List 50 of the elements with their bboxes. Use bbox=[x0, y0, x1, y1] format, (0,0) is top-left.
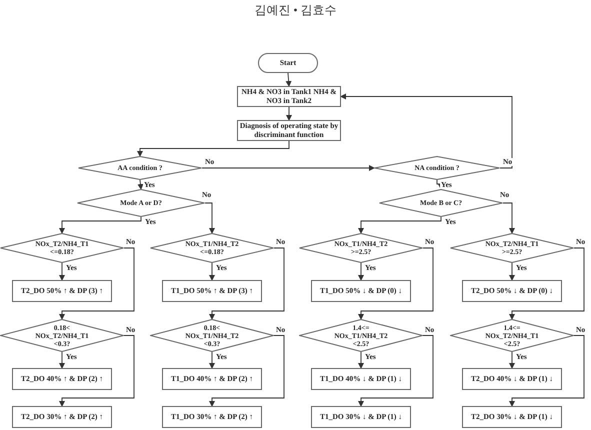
decision-diamond bbox=[78, 156, 202, 180]
decision-diamond bbox=[150, 319, 274, 352]
process-box bbox=[12, 368, 112, 390]
process-box bbox=[12, 406, 112, 428]
process-box bbox=[311, 280, 411, 302]
arrow bbox=[59, 216, 142, 234]
arrow bbox=[358, 335, 434, 407]
arrow bbox=[209, 335, 284, 407]
arrow bbox=[59, 248, 134, 320]
decision-diamond bbox=[450, 319, 574, 352]
arrow bbox=[509, 352, 515, 369]
process-box bbox=[12, 280, 112, 302]
arrow bbox=[509, 248, 584, 320]
arrow bbox=[204, 202, 215, 234]
arrow bbox=[286, 72, 292, 87]
process-box bbox=[462, 280, 562, 302]
arrow bbox=[502, 202, 515, 234]
process-box bbox=[162, 280, 262, 302]
process-box bbox=[311, 368, 411, 390]
process-box bbox=[162, 406, 262, 428]
decision-diamond bbox=[299, 233, 423, 263]
arrow bbox=[59, 262, 65, 281]
decision-diamond bbox=[0, 319, 124, 352]
decision-diamond bbox=[299, 319, 423, 352]
arrow bbox=[137, 140, 290, 157]
process-box bbox=[462, 406, 562, 428]
arrow bbox=[209, 262, 215, 281]
arrow bbox=[358, 262, 364, 281]
arrow bbox=[59, 335, 134, 407]
process-box bbox=[162, 368, 262, 390]
arrow bbox=[137, 180, 144, 190]
arrow bbox=[286, 106, 292, 121]
arrow bbox=[509, 262, 515, 281]
arrow bbox=[209, 352, 215, 369]
arrow bbox=[209, 248, 284, 320]
decision-diamond bbox=[374, 156, 500, 180]
arrow bbox=[202, 165, 375, 171]
decision-diamond bbox=[450, 233, 574, 263]
arrow bbox=[358, 248, 434, 320]
process-box bbox=[311, 406, 411, 428]
process-box bbox=[462, 368, 562, 390]
author-header: 김예진 • 김효수 bbox=[253, 2, 338, 19]
start-terminal bbox=[258, 53, 318, 73]
decision-diamond bbox=[0, 233, 124, 263]
arrow bbox=[358, 216, 442, 234]
arrow bbox=[59, 352, 65, 369]
arrow bbox=[358, 352, 364, 369]
decision-diamond bbox=[150, 233, 274, 263]
arrow bbox=[509, 335, 584, 407]
arrow bbox=[340, 94, 512, 168]
